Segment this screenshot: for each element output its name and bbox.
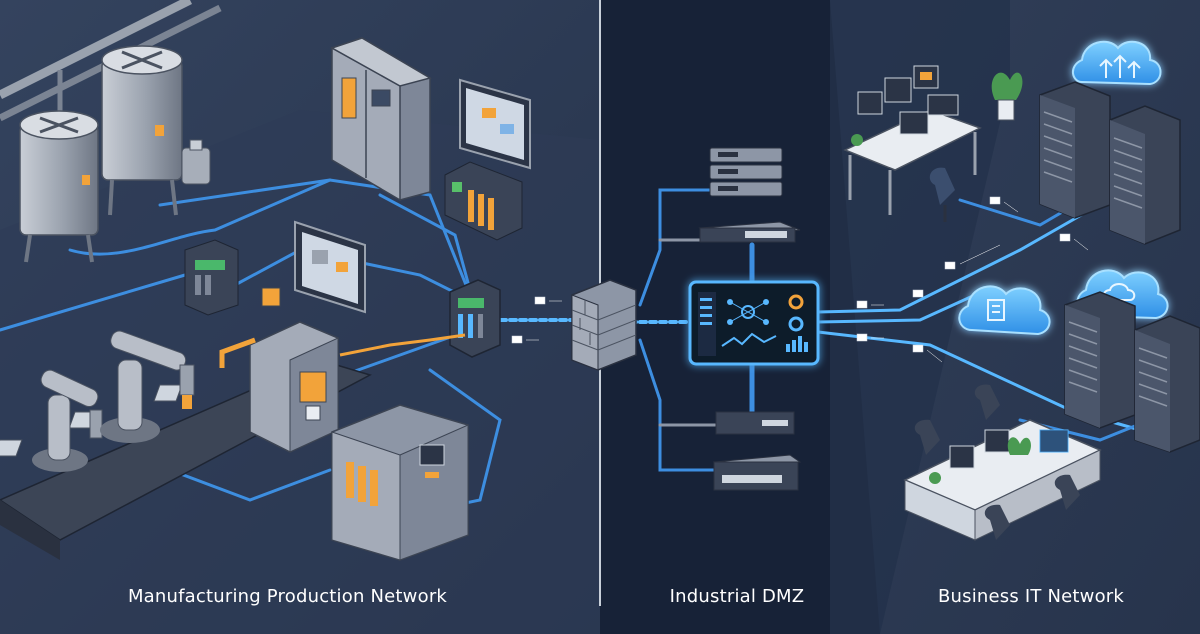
business-network-label: Business IT Network xyxy=(937,586,1125,607)
tank-icon xyxy=(19,110,99,263)
business-workstation-top xyxy=(843,65,1023,222)
pump-icon xyxy=(181,139,211,185)
link-tank-to-cabinet xyxy=(158,178,332,207)
link-dmz-to-business-top xyxy=(816,208,1092,314)
firewall-icon xyxy=(571,279,637,371)
network-switch-icon xyxy=(712,454,802,491)
network-switch-icon xyxy=(698,221,801,243)
link-dmz-server-top xyxy=(638,188,712,307)
server-icon xyxy=(709,147,783,197)
server-rack-icon xyxy=(1109,105,1181,245)
sensor-icon xyxy=(261,287,281,307)
main-industrial-switch xyxy=(449,279,501,358)
link-floor-left xyxy=(0,273,187,332)
monitoring-dashboard-icon xyxy=(688,280,820,366)
cloud-icon xyxy=(958,285,1051,336)
inspection-station-icon xyxy=(219,321,339,453)
link-tanks-to-switch xyxy=(68,178,472,297)
storage-tanks xyxy=(19,45,211,263)
document-packet-icon xyxy=(856,300,884,309)
plc-rack-icon xyxy=(444,161,523,241)
document-packet-icon xyxy=(912,289,924,298)
hmi-display-icon xyxy=(294,220,366,314)
tank-icon xyxy=(101,45,183,216)
control-cabinet-top xyxy=(330,37,531,241)
workstation-icon xyxy=(843,65,1023,222)
robot-cell xyxy=(0,321,466,560)
document-packet-icon xyxy=(1059,233,1089,251)
document-packet-icon xyxy=(989,196,1019,213)
industrial-switch-icon xyxy=(449,279,501,358)
link-dmz-to-cloud xyxy=(816,293,977,324)
firewall xyxy=(571,279,637,371)
hmi-display-icon xyxy=(459,78,531,170)
industrial-switch-icon xyxy=(184,239,239,316)
server-rack-icon xyxy=(1039,81,1111,219)
robot-arm-icon xyxy=(100,330,195,443)
business-server-racks xyxy=(1039,81,1200,453)
server-rack-icon xyxy=(1064,291,1136,429)
link-cabinet-to-switch xyxy=(378,193,472,292)
server-rack-icon xyxy=(1134,315,1200,453)
document-packet-icon xyxy=(534,296,562,305)
robot-arm-icon xyxy=(32,369,103,472)
control-cabinets-bottom xyxy=(331,404,469,561)
cloud-icon xyxy=(1072,40,1162,86)
field-switch-left xyxy=(184,220,366,316)
business-office-desks xyxy=(903,384,1102,541)
document-packet-icon xyxy=(944,244,1001,270)
document-packet-icon xyxy=(912,344,943,363)
workstation-icon xyxy=(903,384,1102,541)
document-packet-icon xyxy=(856,333,884,342)
dmz-monitoring-dashboard xyxy=(688,280,820,366)
document-packet-icon xyxy=(511,335,539,344)
network-switch-icon xyxy=(715,411,795,435)
link-dmz-switch-bottom xyxy=(638,338,717,472)
control-cabinet-icon xyxy=(330,37,432,202)
control-cabinet-icon xyxy=(331,404,469,561)
manufacturing-network-label: Manufacturing Production Network xyxy=(127,586,448,607)
dmz-servers xyxy=(698,147,802,491)
industrial-dmz-label: Industrial DMZ xyxy=(669,586,805,607)
document-packets xyxy=(511,196,1089,363)
link-orange-signal xyxy=(339,333,466,357)
